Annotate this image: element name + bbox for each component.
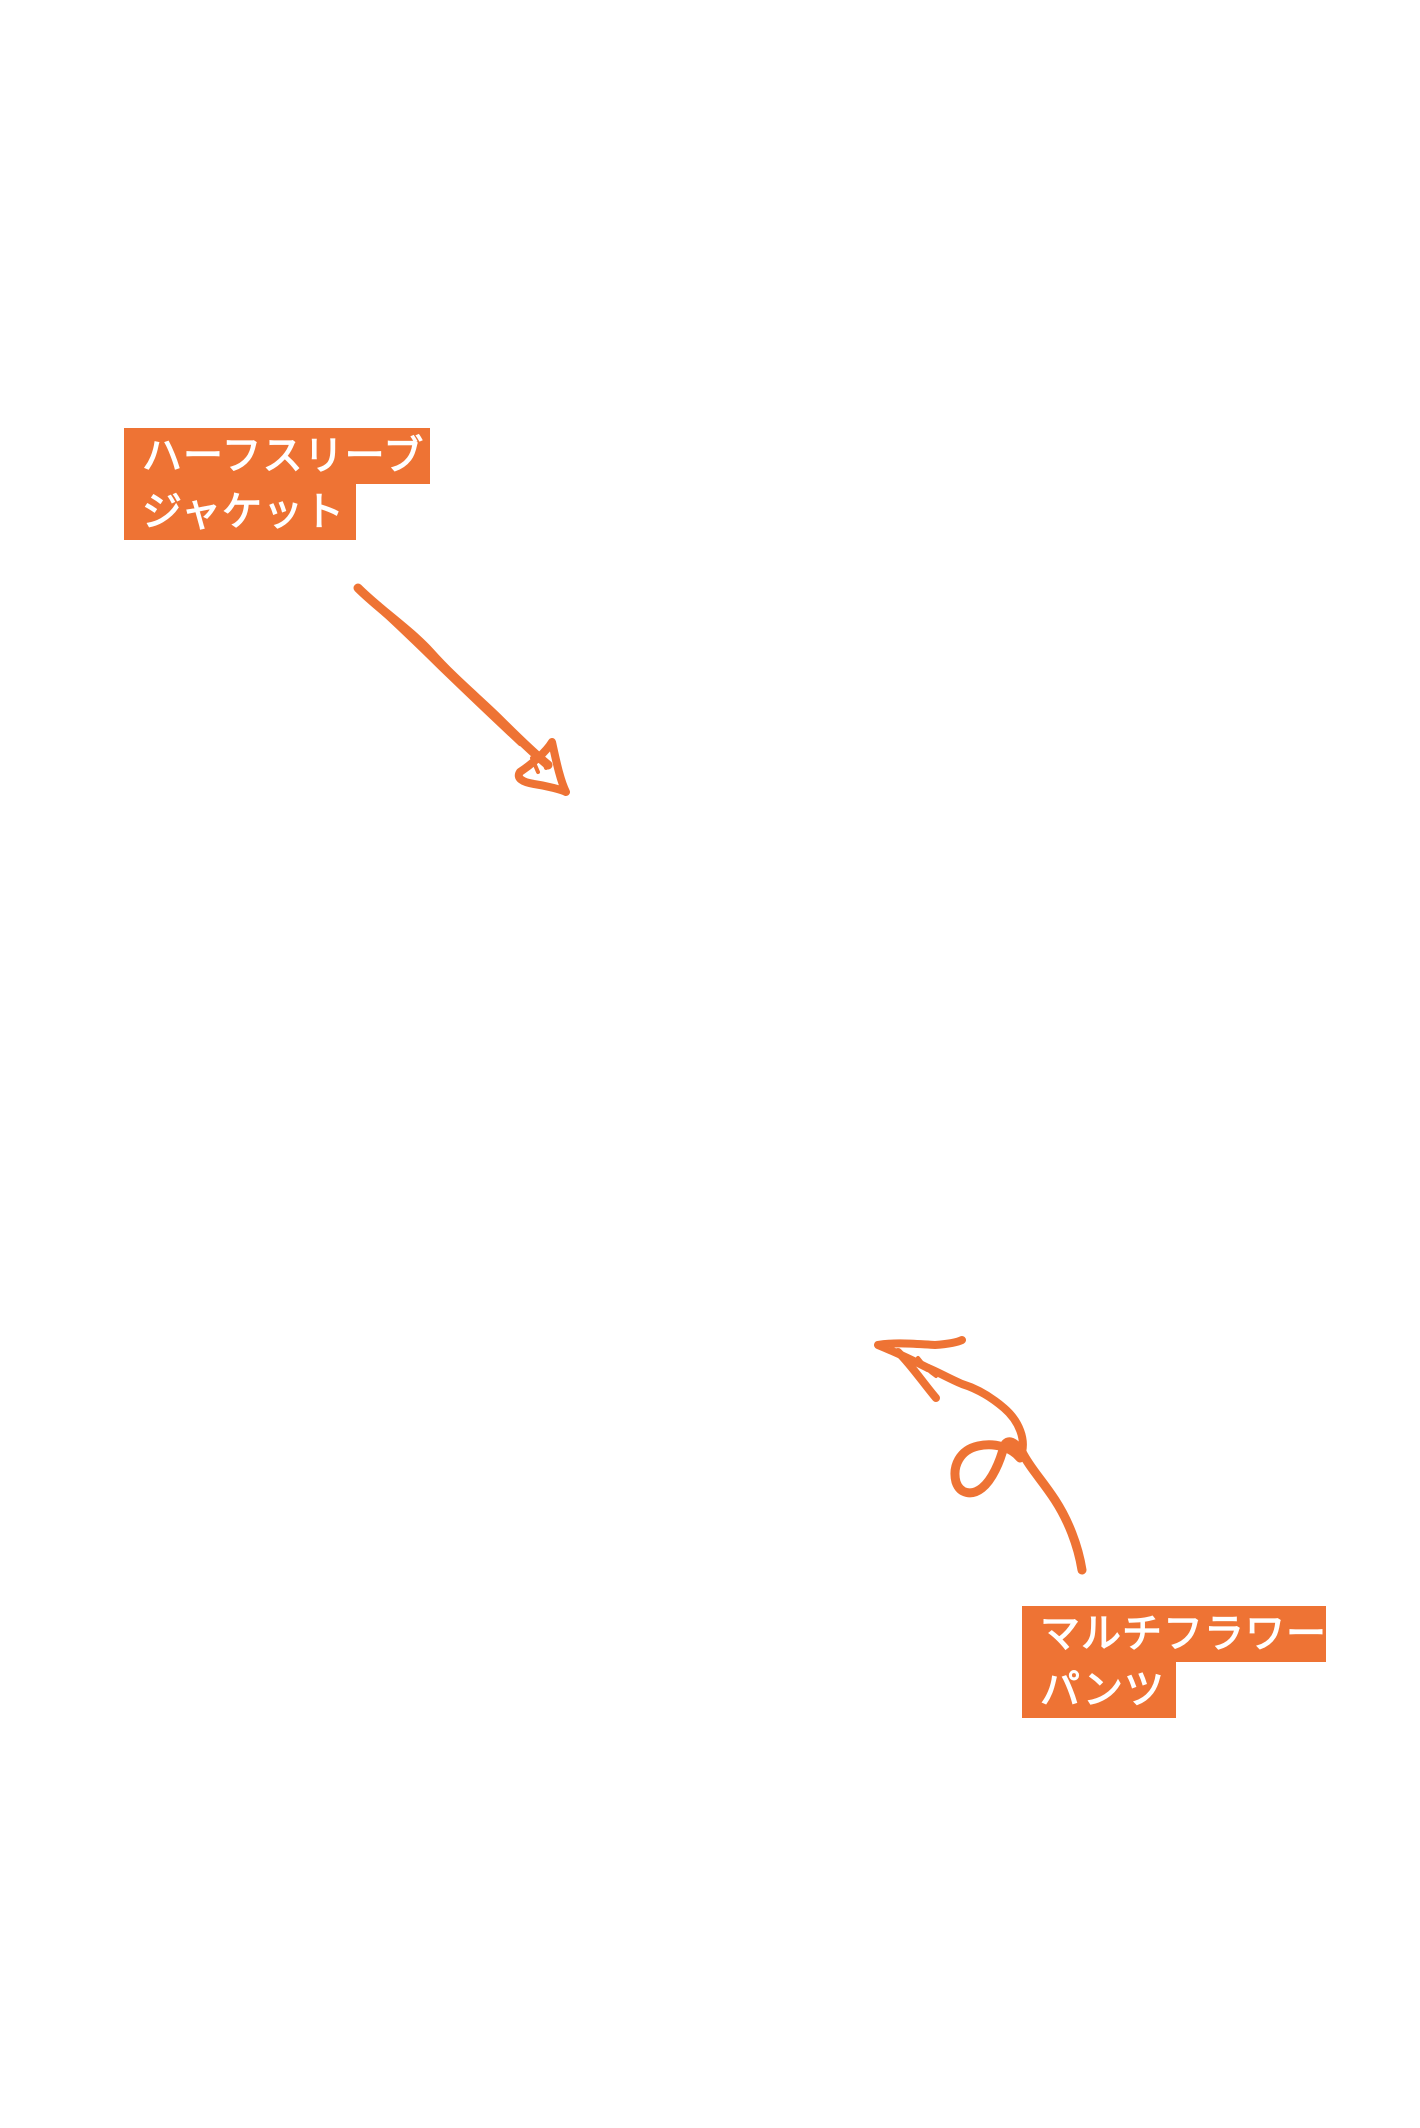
jacket-label-line-1: ハーフスリーブ xyxy=(124,428,430,484)
pants-label-line-1: マルチフラワー xyxy=(1022,1606,1326,1662)
hand-drawn-looped-arrow-icon xyxy=(874,1336,1087,1575)
hand-drawn-straight-arrow-icon xyxy=(353,583,570,796)
jacket-label-line-2: ジャケット xyxy=(124,484,356,540)
pants-label-line-2: パンツ xyxy=(1022,1662,1176,1718)
